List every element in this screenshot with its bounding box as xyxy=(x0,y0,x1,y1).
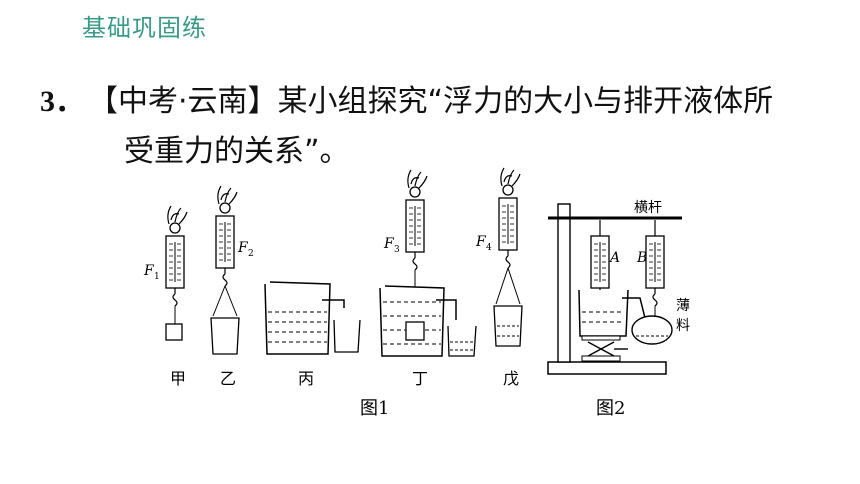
scale-a-label: A xyxy=(608,250,620,266)
bag-label-line-1: 薄塑 xyxy=(676,298,690,314)
step-label: 乙 xyxy=(220,369,236,388)
svg-text:2: 2 xyxy=(248,249,254,259)
question-number: 3． xyxy=(40,85,85,118)
svg-text:4: 4 xyxy=(486,243,492,253)
svg-text:3: 3 xyxy=(394,245,400,255)
scale-b-label: B xyxy=(636,250,647,266)
figure2-caption: 图2 xyxy=(596,398,625,419)
force-label-f1: F xyxy=(143,263,155,279)
step-bing xyxy=(264,281,361,355)
step-jia: F 1 xyxy=(143,205,188,341)
force-label-f3: F xyxy=(383,236,395,252)
svg-text:1: 1 xyxy=(154,272,160,282)
step-yi: F 2 xyxy=(210,185,254,355)
question-line-2: 受重力的关系”。 xyxy=(124,134,350,169)
force-label-f2: F xyxy=(237,240,249,256)
section-title: 基础巩固练 xyxy=(82,14,207,42)
figure2-apparatus xyxy=(547,203,682,375)
question-text-1: 【中考·云南】某小组探究“浮力的大小与排开液体所 xyxy=(103,84,774,119)
bag-label-line-2: 料袋 xyxy=(676,318,690,334)
force-label-f4: F xyxy=(475,234,487,250)
step-label: 甲 xyxy=(170,369,186,388)
step-label: 丁 xyxy=(412,369,428,388)
experiment-figure: F 1 F 2 F 3 xyxy=(143,167,690,419)
step-ding: F 3 xyxy=(379,169,477,357)
step-label: 丙 xyxy=(298,369,314,388)
figure1-caption: 图1 xyxy=(360,398,389,419)
bar-label: 横杆 xyxy=(634,200,662,216)
step-label: 戊 xyxy=(503,369,519,388)
question-line-1: 3． 【中考·云南】某小组探究“浮力的大小与排开液体所 xyxy=(40,76,773,120)
step-wu: F 4 xyxy=(475,167,523,347)
